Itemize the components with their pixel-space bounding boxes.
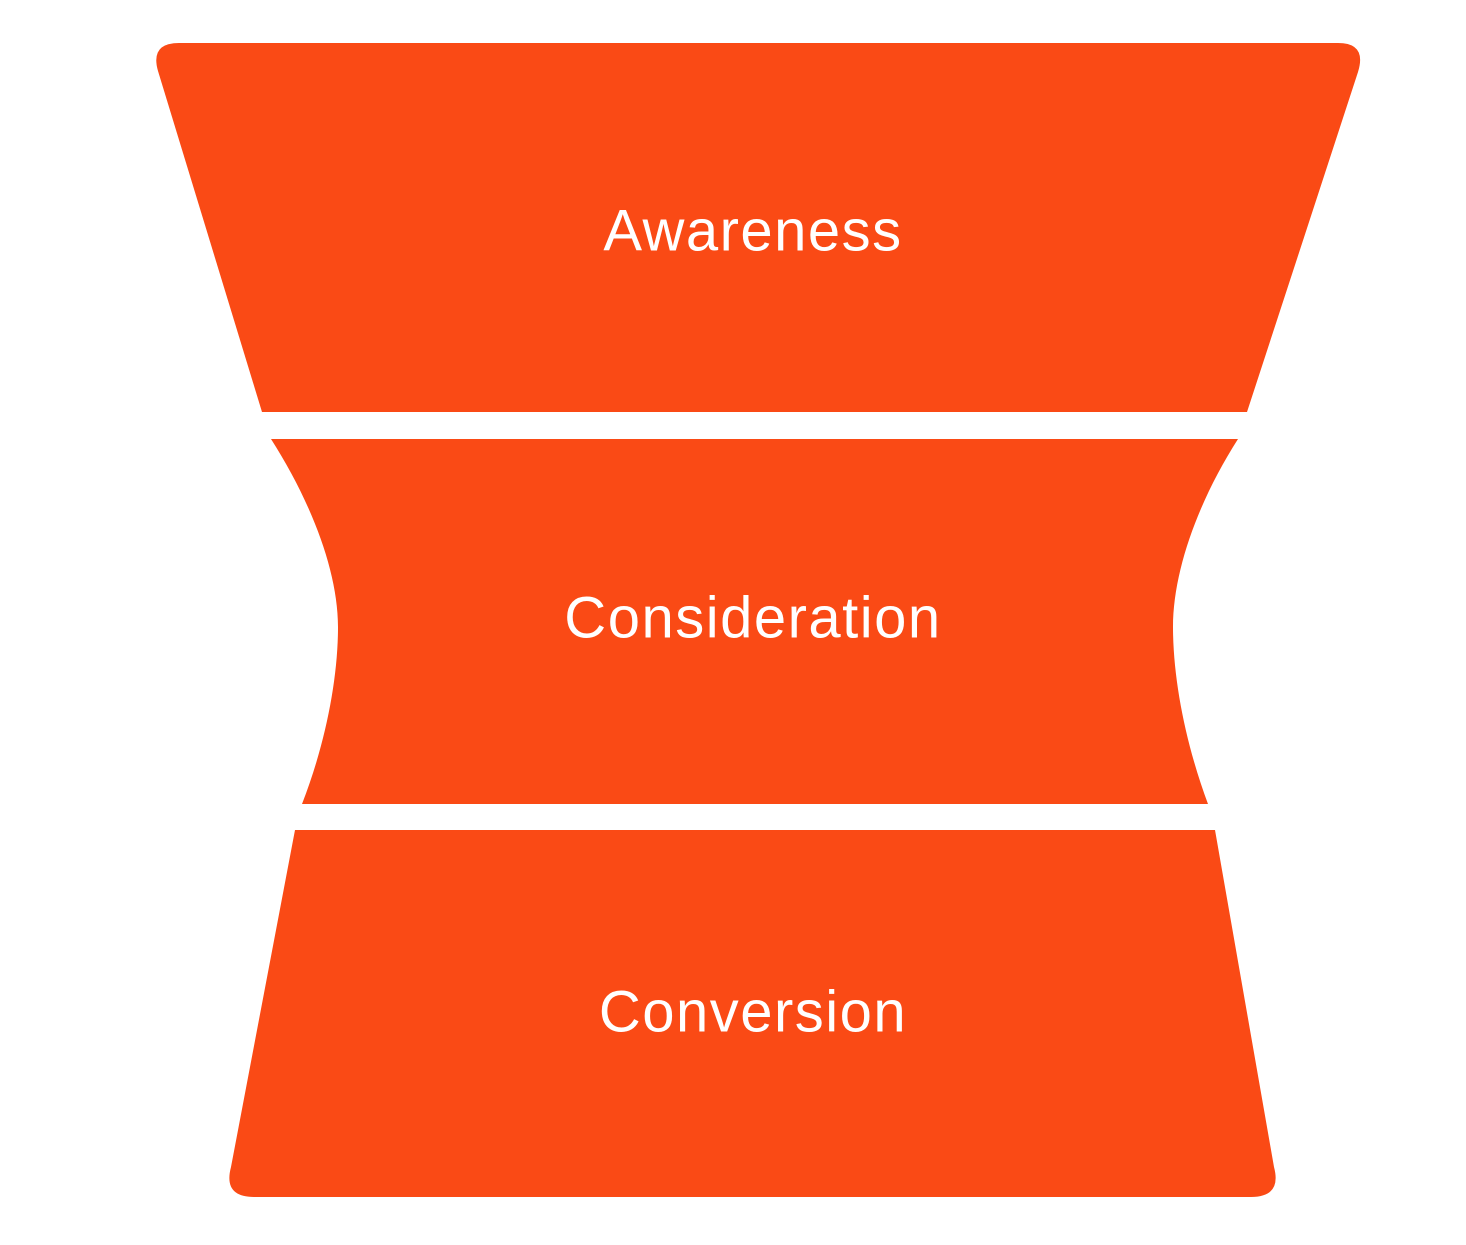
stage-label-consideration: Consideration (564, 585, 942, 651)
stage-label-conversion: Conversion (598, 979, 908, 1045)
funnel-segment-consideration (271, 439, 1238, 804)
funnel-segment-awareness (156, 43, 1361, 412)
funnel-segment-conversion (229, 830, 1276, 1197)
stage-label-awareness: Awareness (603, 198, 903, 264)
